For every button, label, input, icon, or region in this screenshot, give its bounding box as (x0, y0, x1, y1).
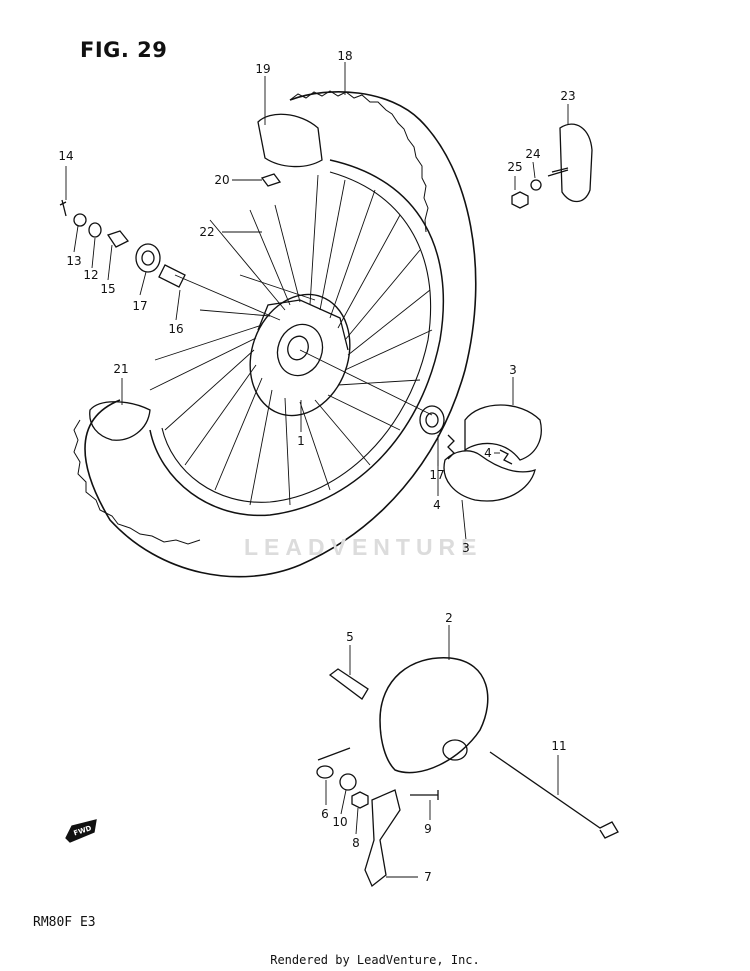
callout-5: 5 (346, 630, 354, 644)
callout-12: 12 (83, 268, 99, 282)
figure-title: FIG. 29 (80, 38, 168, 62)
callout-15: 15 (100, 282, 116, 296)
callout-14: 14 (58, 149, 74, 163)
callout-17-bottom: 17 (429, 468, 445, 482)
callout-3-bottom: 3 (462, 541, 470, 555)
callout-13: 13 (66, 254, 82, 268)
callout-10: 10 (332, 815, 348, 829)
callout-8: 8 (352, 836, 360, 850)
callout-21: 21 (113, 362, 129, 376)
callout-11: 11 (551, 739, 567, 753)
callout-17-top: 17 (132, 299, 148, 313)
fwd-arrow-icon (65, 819, 97, 843)
brake-panel (316, 657, 619, 888)
callout-16: 16 (168, 322, 184, 336)
brake-shoes (419, 404, 542, 502)
callout-6: 6 (321, 807, 329, 821)
callout-4-left: 4 (433, 498, 441, 512)
rim-guard-parts (511, 123, 593, 209)
model-code: RM80F E3 (33, 915, 96, 930)
callout-20: 20 (214, 173, 230, 187)
callout-1: 1 (297, 434, 305, 448)
callout-19: 19 (255, 62, 271, 76)
fwd-label: FWD (73, 824, 93, 837)
callout-22: 22 (199, 225, 215, 239)
callout-7: 7 (424, 870, 432, 884)
callout-25: 25 (507, 160, 523, 174)
callout-3-top: 3 (509, 363, 517, 377)
watermark-text: LEADVENTURE (244, 534, 483, 560)
callout-23: 23 (560, 89, 576, 103)
callout-24: 24 (525, 147, 541, 161)
left-axle-parts (59, 199, 186, 288)
footer-credit: Rendered by LeadVenture, Inc. (270, 953, 480, 967)
callout-4-right: 4 (484, 446, 492, 460)
callout-9: 9 (424, 822, 432, 836)
fwd-label-badge: FWD (73, 824, 93, 837)
callout-18: 18 (337, 49, 353, 63)
callout-2: 2 (445, 611, 453, 625)
leader-lines (65, 62, 569, 878)
front-wheel (73, 90, 477, 578)
